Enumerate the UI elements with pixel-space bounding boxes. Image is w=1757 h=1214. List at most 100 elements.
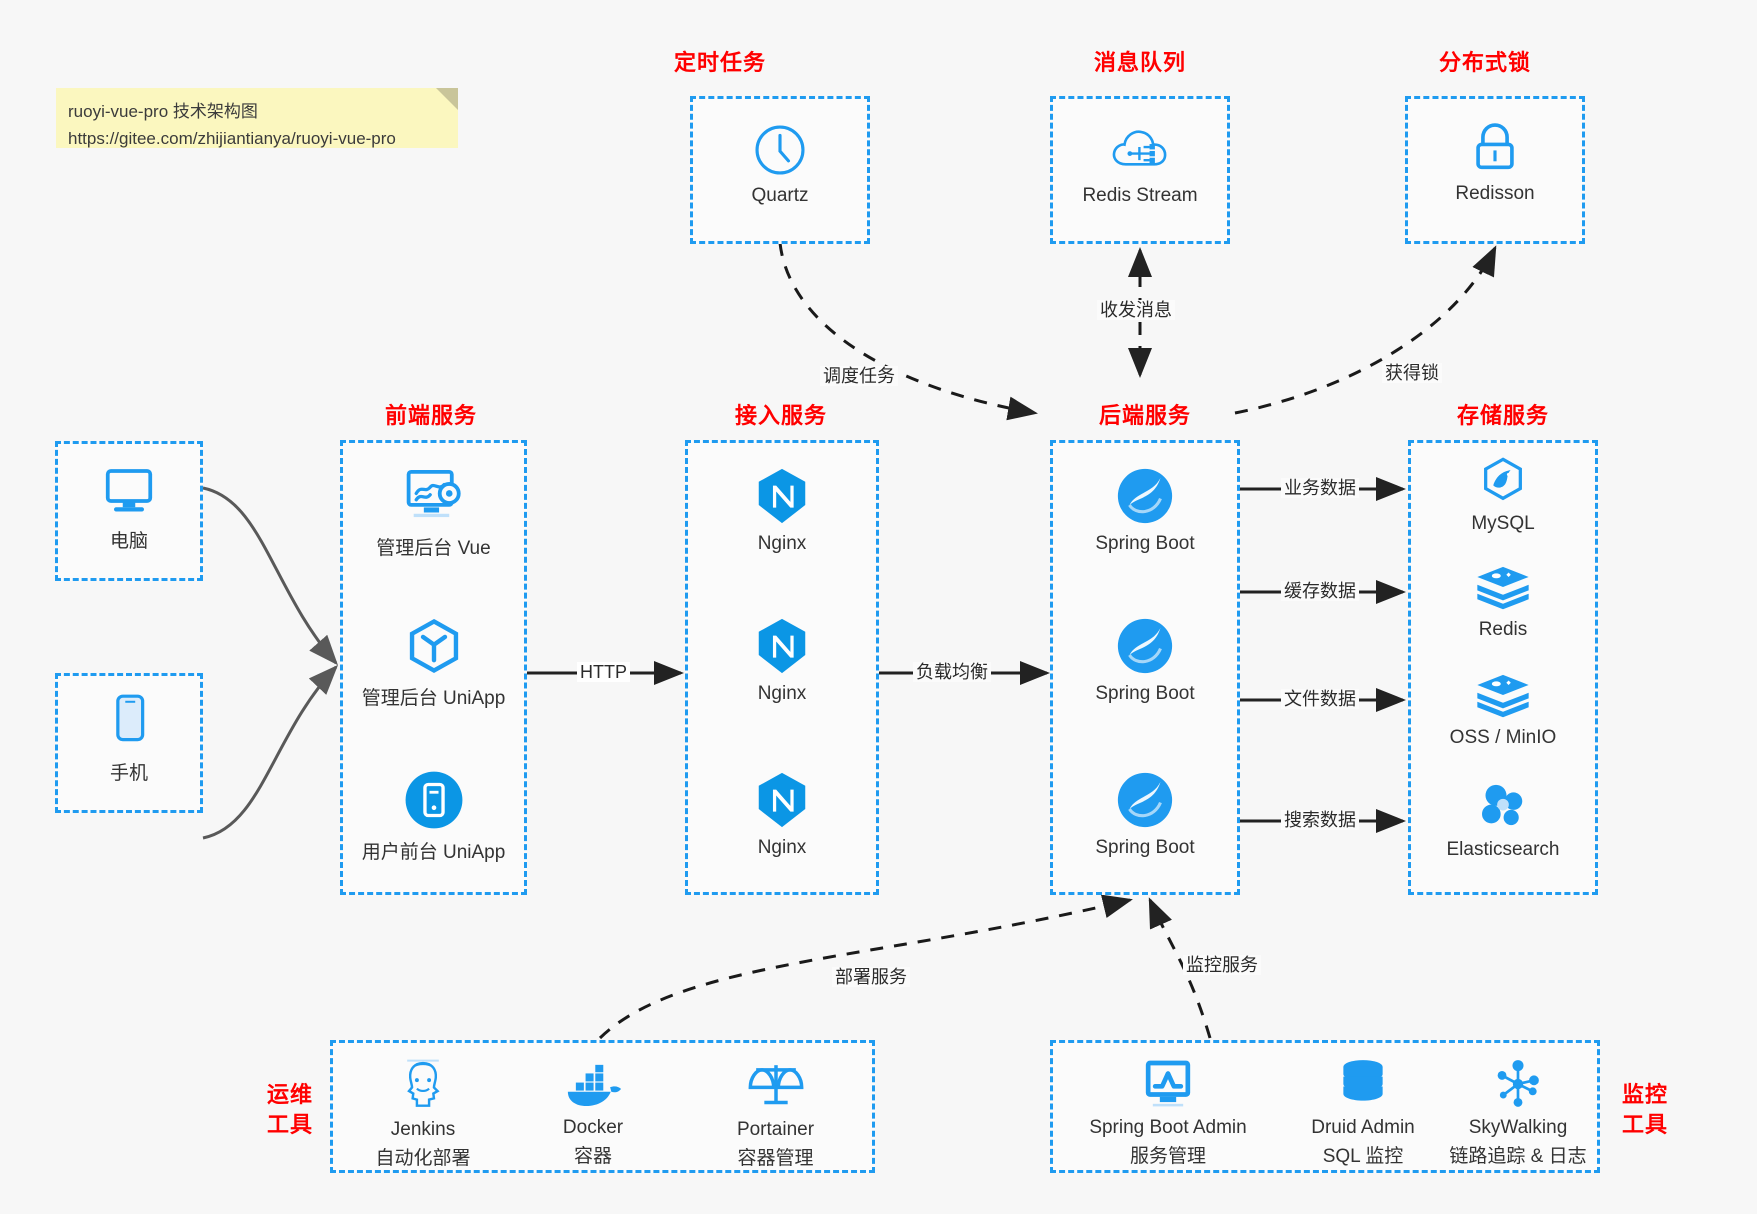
docker-icon <box>567 1064 621 1106</box>
group-title-backend: 后端服务 <box>1098 403 1191 428</box>
node-nginx-2[interactable]: Nginx <box>688 615 876 705</box>
nginx-icon <box>758 468 806 524</box>
edge-label-acquire-lock: 获得锁 <box>1382 363 1442 383</box>
node-label: 电脑 <box>109 531 148 552</box>
node-label: 管理后台 Vue <box>376 538 491 559</box>
scales-icon <box>748 1065 803 1105</box>
node-portainer[interactable]: Portainer 容器管理 <box>688 1057 863 1170</box>
group-box-distributed-lock: Redisson <box>1405 96 1585 244</box>
node-admin-vue[interactable]: 管理后台 Vue <box>343 465 524 560</box>
node-redisson[interactable]: Redisson <box>1408 119 1582 205</box>
node-label: Portainer <box>736 1119 815 1140</box>
nginx-icon <box>758 772 806 828</box>
group-box-storage: MySQL Redis OSS / MinIO <box>1408 440 1598 895</box>
node-label: 用户前台 UniApp <box>361 842 506 863</box>
node-nginx-3[interactable]: Nginx <box>688 769 876 859</box>
cube-icon <box>409 618 458 674</box>
node-admin-uniapp[interactable]: 管理后台 UniApp <box>343 615 524 710</box>
node-druid-admin[interactable]: Druid Admin SQL 监控 <box>1283 1057 1443 1168</box>
node-quartz[interactable]: Quartz <box>693 121 867 207</box>
node-sublabel: 容器 <box>573 1146 612 1167</box>
node-redis[interactable]: Redis <box>1411 561 1595 641</box>
group-title-distributed-lock: 分布式锁 <box>1438 50 1531 75</box>
group-box-frontend: 管理后台 Vue 管理后台 UniApp 用户前台 UniApp <box>340 440 527 895</box>
group-title-devops: 运维 工具 <box>255 1080 325 1140</box>
node-skywalking[interactable]: SkyWalking 链路追踪 & 日志 <box>1438 1057 1598 1168</box>
node-label: Redisson <box>1455 183 1535 204</box>
node-spring-boot-3[interactable]: Spring Boot <box>1053 769 1237 859</box>
node-desktop: 电脑 <box>58 462 200 553</box>
node-docker[interactable]: Docker 容器 <box>508 1061 678 1168</box>
group-box-gateway: Nginx Nginx Nginx <box>685 440 879 895</box>
mysql-icon <box>1484 457 1522 501</box>
node-sublabel: 链路追踪 & 日志 <box>1449 1146 1587 1167</box>
node-label: 手机 <box>109 763 148 784</box>
node-spring-boot-2[interactable]: Spring Boot <box>1053 615 1237 705</box>
node-mysql[interactable]: MySQL <box>1411 455 1595 535</box>
node-label: 管理后台 UniApp <box>361 688 506 709</box>
spring-boot-icon <box>1117 618 1173 674</box>
jenkins-icon <box>407 1059 440 1107</box>
node-label: Redis <box>1478 619 1528 640</box>
group-title-scheduled-task: 定时任务 <box>673 50 766 75</box>
group-box-monitor: Spring Boot Admin 服务管理 Druid Admin SQL 监… <box>1050 1040 1600 1173</box>
group-title-devops-line2: 工具 <box>266 1112 313 1137</box>
node-label: Nginx <box>757 683 807 704</box>
skywalking-icon <box>1497 1060 1539 1107</box>
node-label: Nginx <box>757 837 807 858</box>
node-label: Jenkins <box>390 1119 456 1140</box>
edge-label-load-balance: 负载均衡 <box>913 662 991 682</box>
edge-label-send-receive-message: 收发消息 <box>1097 300 1175 320</box>
edge-label-schedule-task: 调度任务 <box>820 366 898 386</box>
node-nginx-1[interactable]: Nginx <box>688 465 876 555</box>
node-label: Elasticsearch <box>1446 839 1560 860</box>
node-label: SkyWalking <box>1468 1117 1568 1138</box>
node-sublabel: 服务管理 <box>1129 1146 1206 1167</box>
node-label: Spring Boot <box>1095 837 1195 858</box>
node-label: Spring Boot <box>1095 683 1195 704</box>
edge-label-monitor-service: 监控服务 <box>1183 955 1261 975</box>
node-oss-minio[interactable]: OSS / MinIO <box>1411 669 1595 749</box>
edge-label-search-data: 搜索数据 <box>1281 810 1359 830</box>
diagram-note: ruoyi-vue-pro 技术架构图 https://gitee.com/zh… <box>56 88 458 148</box>
cloud-stream-icon <box>1112 130 1167 166</box>
node-user-uniapp[interactable]: 用户前台 UniApp <box>343 769 524 864</box>
clock-icon <box>755 125 805 175</box>
nginx-icon <box>758 618 806 674</box>
node-label: MySQL <box>1471 513 1535 534</box>
node-label: Spring Boot <box>1095 533 1195 554</box>
node-label: Druid Admin <box>1311 1117 1415 1138</box>
client-box-desktop[interactable]: 电脑 <box>55 441 203 581</box>
note-url: https://gitee.com/zhijiantianya/ruoyi-vu… <box>68 129 396 148</box>
oss-icon <box>1477 674 1529 718</box>
node-label: Redis Stream <box>1082 185 1198 206</box>
edge-label-file-data: 文件数据 <box>1281 689 1359 709</box>
node-spring-boot-admin[interactable]: Spring Boot Admin 服务管理 <box>1063 1057 1273 1168</box>
elasticsearch-icon <box>1482 784 1523 826</box>
edge-label-http: HTTP <box>577 662 630 682</box>
group-title-devops-line1: 运维 <box>266 1082 313 1107</box>
dashboard-gear-icon <box>406 469 461 518</box>
node-redis-stream[interactable]: Redis Stream <box>1053 121 1227 207</box>
desktop-icon <box>105 469 153 512</box>
node-jenkins[interactable]: Jenkins 自动化部署 <box>343 1057 503 1170</box>
node-phone: 手机 <box>58 690 200 785</box>
node-label: Docker <box>562 1117 624 1138</box>
node-label: OSS / MinIO <box>1449 727 1557 748</box>
spring-boot-icon <box>1117 772 1173 828</box>
note-fold-corner <box>436 88 458 110</box>
group-box-scheduled-task: Quartz <box>690 96 870 244</box>
node-sublabel: 自动化部署 <box>375 1148 471 1169</box>
group-box-devops: Jenkins 自动化部署 Docker 容器 <box>330 1040 875 1173</box>
node-elasticsearch[interactable]: Elasticsearch <box>1411 781 1595 861</box>
group-title-message-queue: 消息队列 <box>1093 50 1186 75</box>
node-sublabel: SQL 监控 <box>1322 1146 1404 1167</box>
group-title-storage: 存储服务 <box>1456 403 1549 428</box>
client-box-phone[interactable]: 手机 <box>55 673 203 813</box>
node-label: Spring Boot Admin <box>1089 1117 1247 1138</box>
group-title-frontend: 前端服务 <box>384 403 477 428</box>
node-spring-boot-1[interactable]: Spring Boot <box>1053 465 1237 555</box>
node-label: Quartz <box>751 185 809 206</box>
redis-icon <box>1477 566 1529 610</box>
